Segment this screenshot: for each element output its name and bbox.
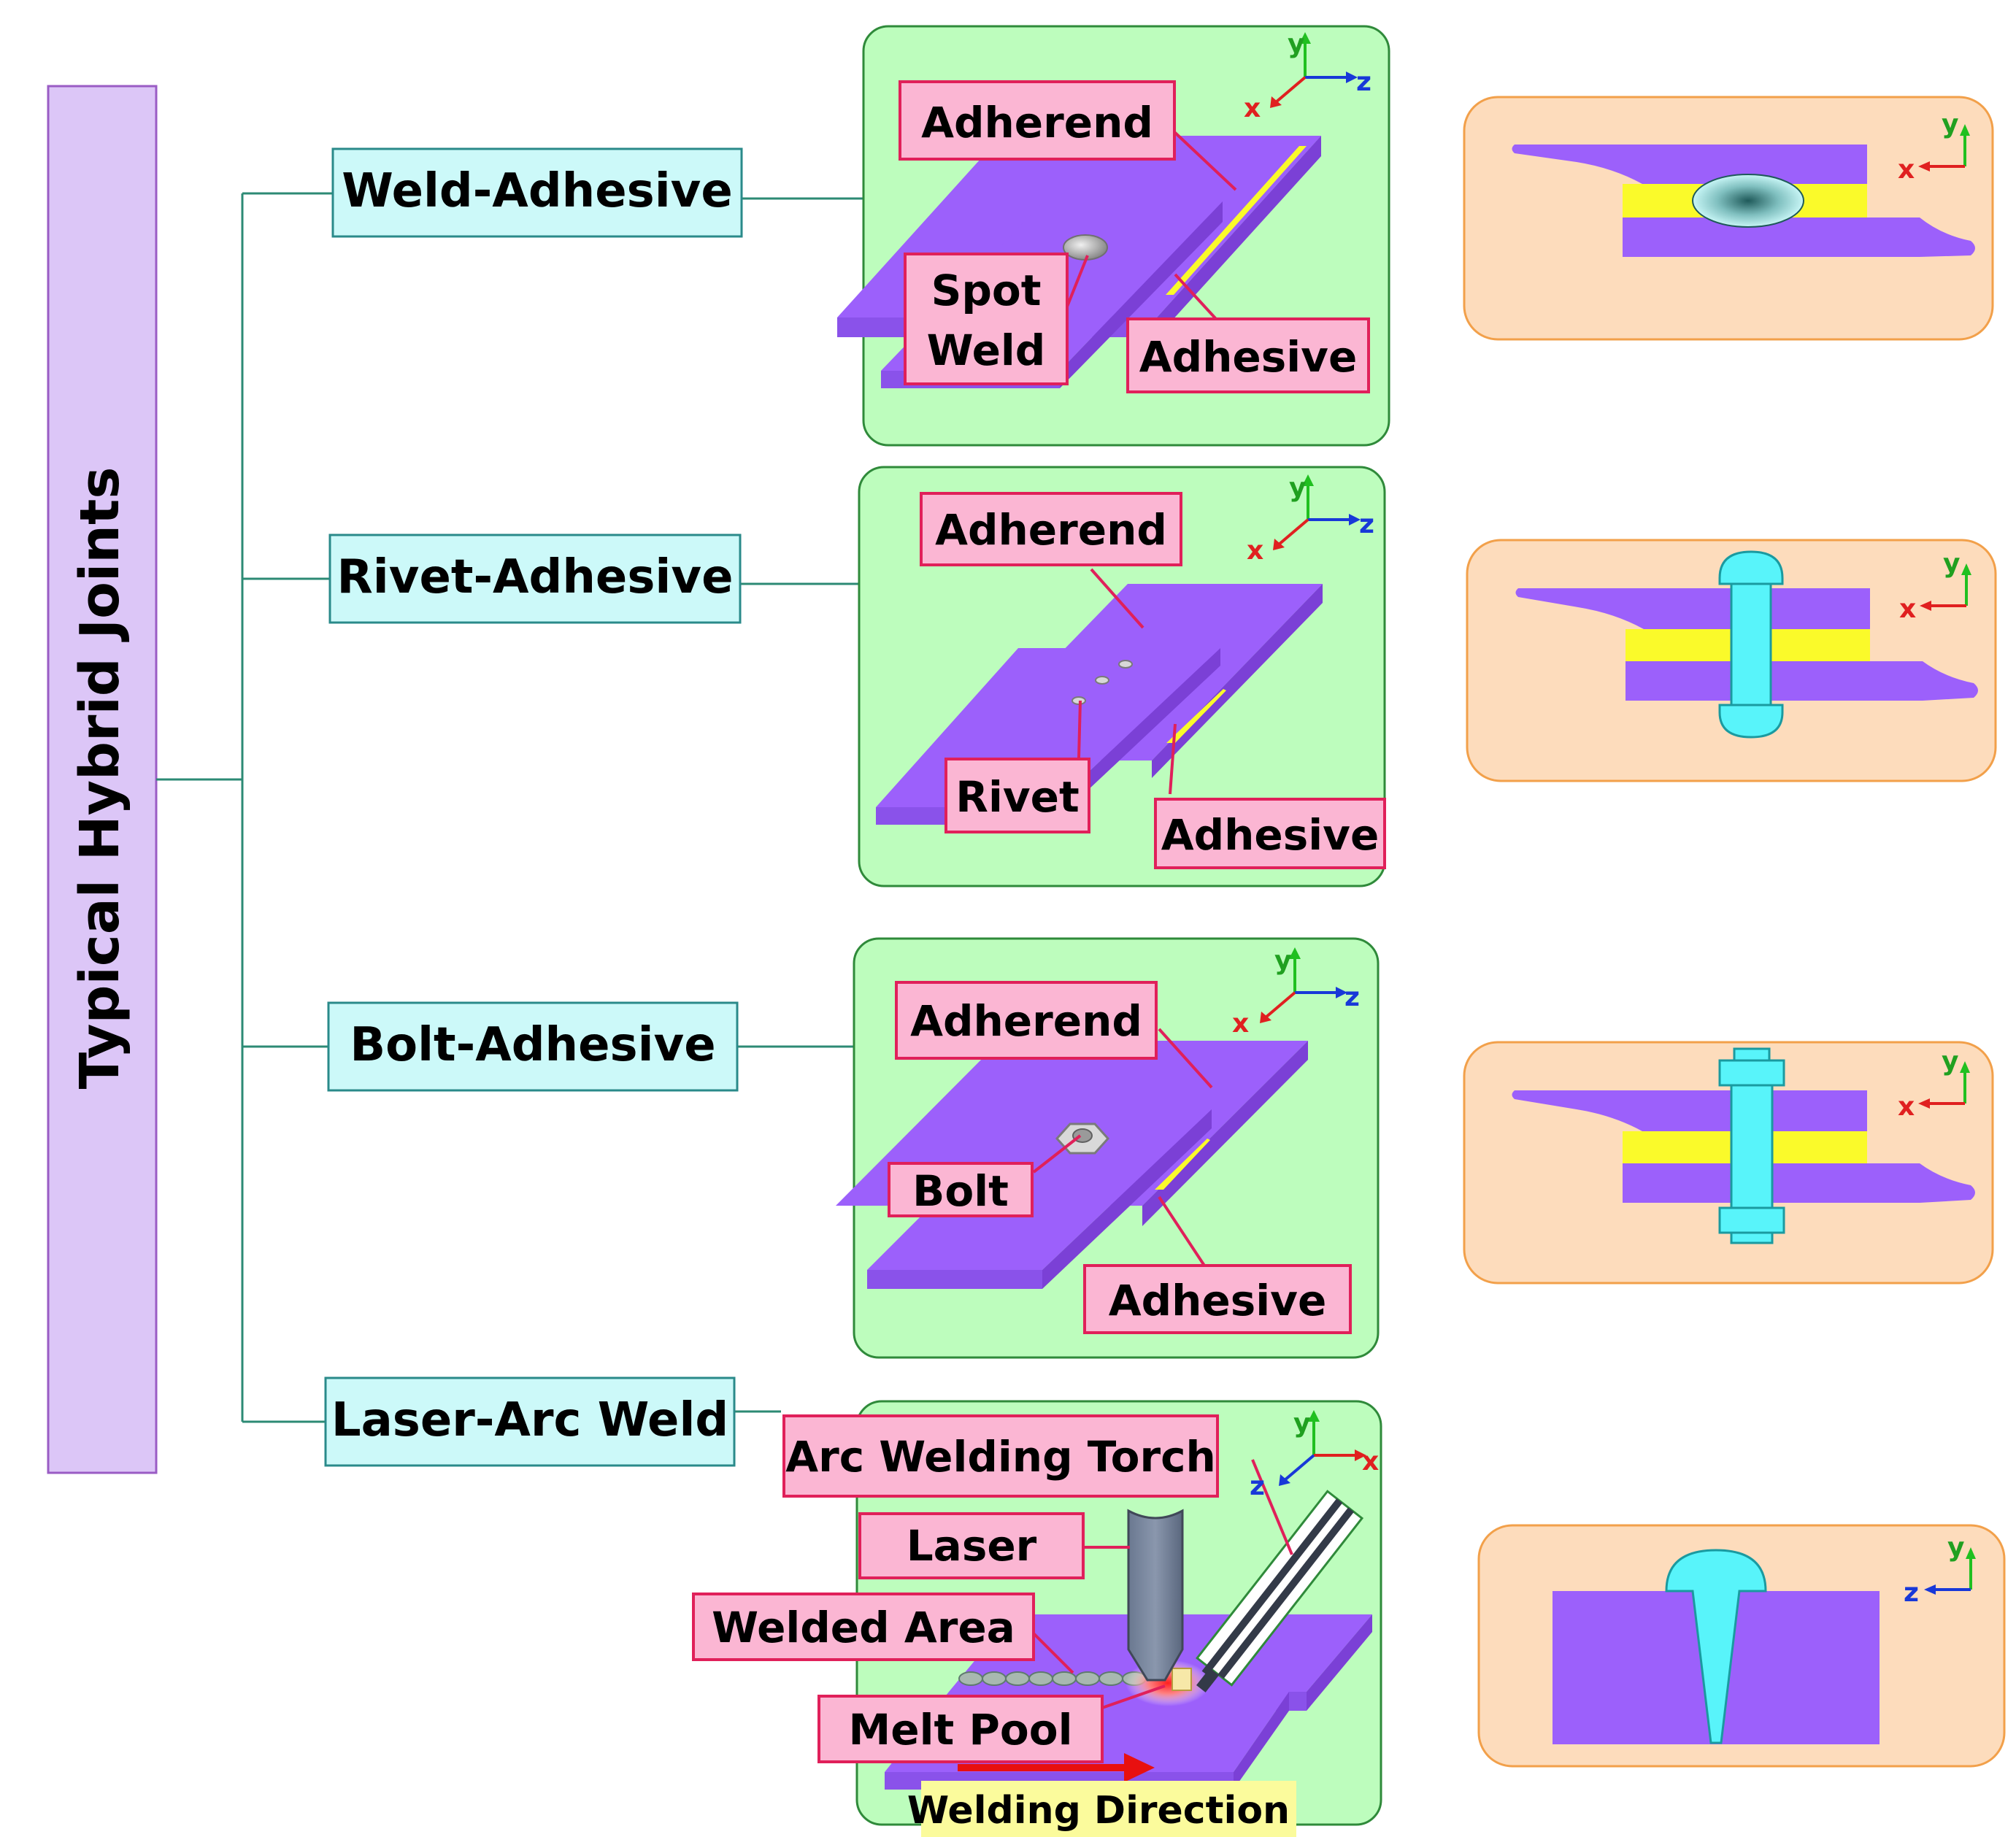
callout-rivet: Rivet bbox=[944, 758, 1090, 833]
panel-3d-bolt-adhesive: y z x Adherend Bolt Adhesive bbox=[836, 937, 1380, 1359]
svg-text:x: x bbox=[1247, 536, 1263, 566]
axes-3d-icon: y x z bbox=[1250, 1409, 1379, 1501]
svg-text:Welded Area: Welded Area bbox=[712, 1603, 1015, 1652]
rivet-section bbox=[1718, 550, 1784, 739]
spot-weld-marker bbox=[1063, 234, 1108, 261]
svg-text:Welding Direction: Welding Direction bbox=[907, 1789, 1290, 1833]
svg-text:Melt Pool: Melt Pool bbox=[849, 1705, 1073, 1755]
svg-text:x: x bbox=[1898, 1092, 1915, 1122]
axes-3d-icon: y z x bbox=[1247, 473, 1374, 566]
svg-text:Spot: Spot bbox=[931, 266, 1042, 315]
svg-text:x: x bbox=[1362, 1447, 1379, 1476]
svg-text:Adhesive: Adhesive bbox=[1161, 810, 1380, 860]
category-box-laser-arc-weld: Laser-Arc Weld bbox=[324, 1376, 736, 1467]
callout-adherend: Adherend bbox=[899, 80, 1176, 161]
rivet-heads bbox=[1072, 660, 1133, 705]
svg-text:x: x bbox=[1244, 93, 1261, 123]
svg-text:y: y bbox=[1947, 1533, 1964, 1563]
panel-3d-weld-adhesive: y z x Adherend Spot Weld Adhesive bbox=[837, 25, 1390, 447]
axes-2d-icon: y x bbox=[1898, 1047, 1970, 1122]
axes-3d-icon: y z x bbox=[1244, 29, 1371, 123]
category-label: Laser-Arc Weld bbox=[331, 1393, 728, 1447]
panel-3d-rivet-adhesive: y z x Adherend Rivet Adhesive bbox=[858, 466, 1386, 887]
weld-nugget bbox=[1692, 174, 1804, 228]
svg-text:Bolt: Bolt bbox=[912, 1166, 1009, 1216]
svg-text:Adhesive: Adhesive bbox=[1109, 1276, 1327, 1325]
welding-direction-arrow bbox=[958, 1753, 1155, 1782]
svg-text:Adherend: Adherend bbox=[910, 996, 1142, 1046]
callout-adherend: Adherend bbox=[920, 492, 1182, 566]
svg-text:y: y bbox=[1942, 109, 1958, 139]
svg-text:z: z bbox=[1250, 1471, 1265, 1501]
svg-text:Weld: Weld bbox=[927, 326, 1046, 375]
panel-3d-laser-arc-weld: y x z Arc Welding Torch Laser Welded Are… bbox=[692, 1400, 1382, 1837]
callout-adherend: Adherend bbox=[895, 981, 1158, 1060]
callout-welding-direction: Welding Direction bbox=[907, 1781, 1296, 1837]
callout-melt-pool: Melt Pool bbox=[817, 1695, 1104, 1763]
laser-head bbox=[1127, 1509, 1184, 1682]
svg-text:z: z bbox=[1356, 67, 1371, 97]
panel-section-laser-arc-weld: y z bbox=[1477, 1524, 2006, 1768]
svg-text:Laser: Laser bbox=[907, 1521, 1037, 1571]
category-box-weld-adhesive: Weld-Adhesive bbox=[331, 147, 743, 238]
callout-laser: Laser bbox=[858, 1512, 1085, 1579]
axes-2d-icon: y x bbox=[1899, 549, 1971, 624]
category-label: Rivet-Adhesive bbox=[337, 550, 734, 604]
svg-text:x: x bbox=[1899, 594, 1916, 624]
svg-text:y: y bbox=[1943, 549, 1960, 579]
callout-spot-weld: Spot Weld bbox=[904, 253, 1069, 385]
svg-text:y: y bbox=[1288, 29, 1304, 59]
svg-text:Adherend: Adherend bbox=[921, 98, 1153, 147]
category-label: Bolt-Adhesive bbox=[350, 1018, 715, 1072]
callout-welded-area: Welded Area bbox=[692, 1593, 1035, 1661]
svg-text:y: y bbox=[1942, 1047, 1958, 1077]
axes-3d-icon: y z x bbox=[1232, 946, 1360, 1039]
bolt-nut bbox=[1055, 1122, 1110, 1155]
svg-text:z: z bbox=[1344, 982, 1360, 1012]
category-label: Weld-Adhesive bbox=[342, 164, 733, 218]
category-box-bolt-adhesive: Bolt-Adhesive bbox=[327, 1001, 739, 1092]
panel-section-weld-adhesive: y x bbox=[1463, 96, 1994, 341]
category-box-rivet-adhesive: Rivet-Adhesive bbox=[328, 534, 742, 624]
root-label: Typical Hybrid Joints bbox=[69, 467, 131, 1090]
weld-penetration-profile bbox=[1665, 1549, 1767, 1744]
arc-welding-torch bbox=[1196, 1490, 1364, 1692]
svg-text:y: y bbox=[1274, 946, 1291, 976]
axes-2d-icon: y z bbox=[1904, 1533, 1976, 1608]
callout-arc-welding-torch: Arc Welding Torch bbox=[782, 1414, 1219, 1498]
svg-text:Adherend: Adherend bbox=[935, 505, 1167, 555]
axes-2d-icon: y x bbox=[1898, 109, 1970, 185]
callout-adhesive: Adhesive bbox=[1126, 317, 1370, 393]
panel-section-rivet-adhesive: y x bbox=[1466, 539, 1997, 782]
callout-adhesive: Adhesive bbox=[1083, 1264, 1352, 1334]
root-box: Typical Hybrid Joints bbox=[47, 85, 158, 1474]
weld-bead-seam bbox=[958, 1671, 1147, 1686]
bolt-section bbox=[1718, 1047, 1785, 1244]
callout-adhesive: Adhesive bbox=[1154, 798, 1386, 869]
tree-connectors bbox=[156, 192, 865, 1423]
svg-text:y: y bbox=[1289, 473, 1306, 503]
svg-text:z: z bbox=[1359, 509, 1374, 539]
svg-text:z: z bbox=[1904, 1578, 1919, 1608]
svg-text:x: x bbox=[1232, 1009, 1249, 1039]
panel-section-bolt-adhesive: y x bbox=[1463, 1041, 1994, 1285]
svg-text:Rivet: Rivet bbox=[955, 772, 1079, 822]
svg-text:y: y bbox=[1293, 1409, 1310, 1439]
svg-text:x: x bbox=[1898, 155, 1915, 185]
svg-text:Arc Welding Torch: Arc Welding Torch bbox=[785, 1432, 1216, 1482]
callout-bolt: Bolt bbox=[888, 1162, 1034, 1217]
svg-text:Adhesive: Adhesive bbox=[1139, 332, 1358, 382]
